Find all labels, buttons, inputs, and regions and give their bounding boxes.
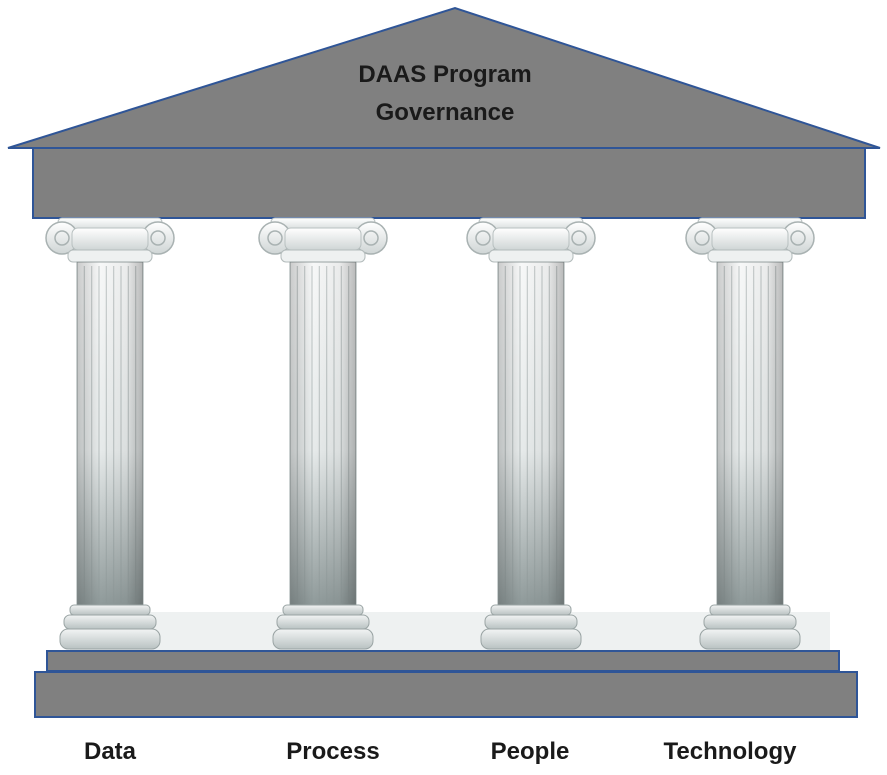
pillar-label-technology: Technology [663, 738, 797, 765]
pillar-label-people: People [490, 738, 570, 765]
column-process [258, 217, 388, 650]
roof-title-line2: Governance [376, 99, 515, 126]
lower-step [34, 671, 858, 718]
pillar-label-data: Data [83, 738, 137, 765]
columns-group [45, 217, 815, 650]
roof-title-line1: DAAS Program [358, 61, 531, 88]
column-people [466, 217, 596, 650]
column-technology [685, 217, 815, 650]
column-data [45, 217, 175, 650]
pillar-label-process: Process [286, 738, 380, 765]
entablature [32, 147, 866, 219]
upper-step [46, 650, 840, 672]
